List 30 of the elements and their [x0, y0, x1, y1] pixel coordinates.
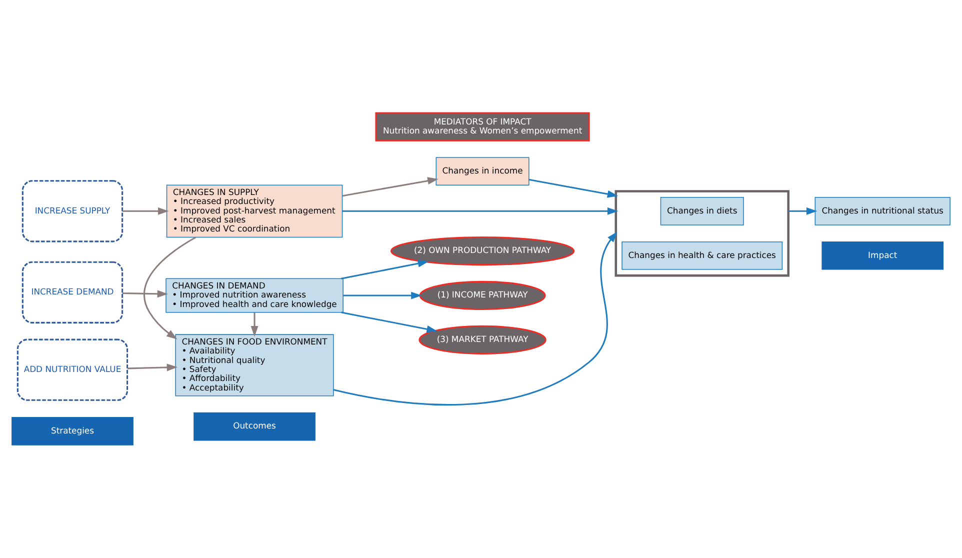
arrow: [341, 312, 438, 333]
node-box: MEDIATORS OF IMPACT Nutrition awareness & Women’s empowerment: [375, 112, 590, 142]
node-box: ADD NUTRITION VALUE: [16, 338, 128, 401]
node-box: INCREASE DEMAND: [22, 261, 124, 324]
node-box: Changes in nutritional status: [814, 197, 950, 226]
arrow: [342, 207, 618, 215]
node-box: Outcomes: [194, 412, 316, 441]
node-box: Impact: [822, 241, 944, 270]
node-box: Changes in health & care practices: [622, 241, 783, 270]
arrow: [788, 207, 818, 215]
node-box: Changes in diets: [660, 197, 744, 226]
arrow: [343, 292, 422, 300]
arrow: [250, 312, 258, 337]
node-ellipse: (2) OWN PRODUCTION PATHWAY: [390, 236, 575, 266]
node-box: Strategies: [12, 416, 134, 446]
node-box: CHANGES IN FOOD ENVIRONMENT • Availability • Nutritional quality • Safety • Affordability • Acceptability: [175, 334, 334, 396]
node-box: Changes in income: [436, 157, 530, 186]
cluster: [614, 190, 790, 277]
arrow: [127, 364, 178, 372]
node-box: CHANGES IN SUPPLY • Increased productivity • Improved post-harvest management • Increased sales • Improved VC coordination: [166, 184, 343, 238]
node-box: CHANGES IN DEMAND • Improved nutrition awareness • Improved health and care knowledge: [166, 278, 344, 313]
arrow: [144, 236, 196, 340]
arrow: [122, 290, 168, 298]
node-ellipse: (1) INCOME PATHWAY: [419, 280, 546, 310]
arrow: [528, 178, 618, 198]
arrow: [122, 207, 169, 215]
node-box: INCREASE SUPPLY: [22, 180, 124, 242]
arrow: [333, 232, 618, 406]
arrow: [341, 260, 429, 280]
arrow: [342, 177, 438, 197]
